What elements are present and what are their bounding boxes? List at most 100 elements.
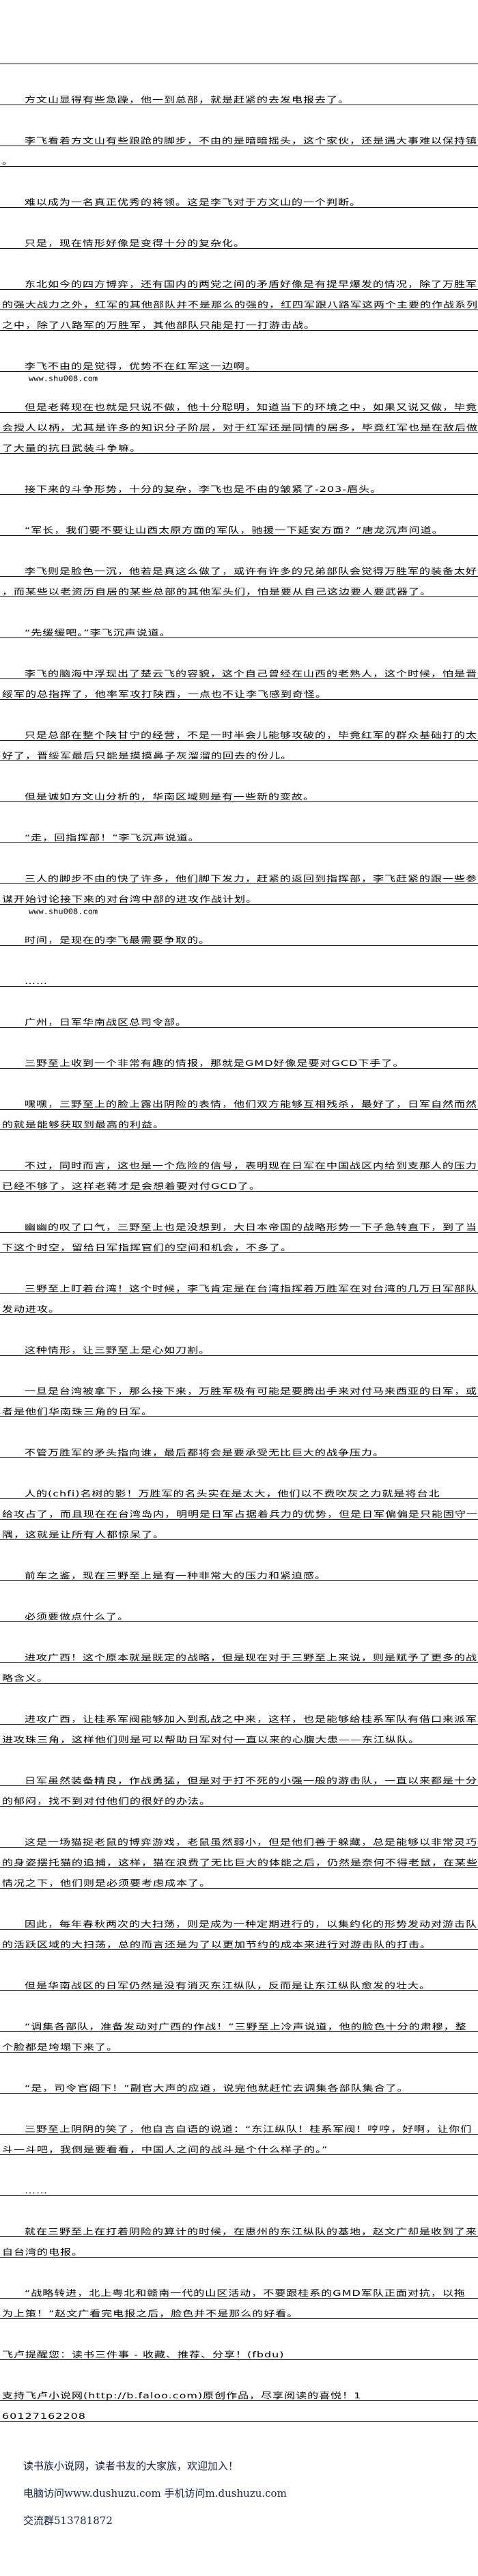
text-line: 给攻占了，而且现在在台湾岛内，明明是日军占据着兵力的优势，但是日军偏偏是只能固守… bbox=[0, 1499, 478, 1520]
line-text: 下这个时空，留给日军指挥官们的空间和机会，不多了。 bbox=[2, 1242, 293, 1252]
paragraph: 接下来的斗争形势，十分的复杂，李飞也是不由的皱紧了-203-眉头。 bbox=[0, 474, 478, 495]
line-text: “走，回指挥部！”李飞沉声说道。 bbox=[25, 832, 200, 842]
text-line: 的强大战力之外，红军的其他部队并不是那么的强的，红四军跟八路军这两个主要的作战系… bbox=[0, 290, 478, 310]
paragraph: 必须要做点什么了。 bbox=[0, 1602, 478, 1622]
line-text: 前车之鉴，现在三野至上是有一种非常大的压力和紧迫感。 bbox=[25, 1570, 327, 1580]
paragraph-gap bbox=[0, 1745, 478, 1766]
text-line: 的身姿摆托猫的追捕，这样，猫在浪费了无比巨大的体能之后，仍然是奈何不得老鼠，在某… bbox=[0, 1848, 478, 1868]
text-line: “军长，我们要不要让山西太原方面的军队，驰援一下延安方面？”唐龙沉声问道。 bbox=[0, 515, 478, 536]
paragraph-gap bbox=[0, 700, 478, 720]
paragraph: 李飞则是脸色一沉，他若是真这么做了，或许有许多的兄弟部队会觉得万胜军的装备太好，… bbox=[0, 556, 478, 597]
paragraph: 进攻广西，让桂系军阀能够加入到乱战之中来，这样，也是能够给桂系军队有借口来派军进… bbox=[0, 1704, 478, 1745]
text-line: 略含义。 bbox=[0, 1663, 478, 1684]
text-line: 三人的脚步不由的快了许多，他们脚下发力，赶紧的返回到指挥部，李飞赶紧的跟一些参 bbox=[0, 864, 478, 884]
paragraph-gap bbox=[0, 105, 478, 126]
footer-access-links[interactable]: 电脑访问www.dushuzu.com 手机访问m.dushuzu.com bbox=[23, 2487, 287, 2499]
text-line: “战略转进，北上粤北和赣南一代的山区活动，不要跟桂系的GMD军队正面对抗，以拖 bbox=[0, 2278, 478, 2299]
paragraph-gap bbox=[0, 454, 478, 474]
line-text: 因此，每年春秋两次的大扫荡，则是成为一种定期进行的，以集约化的形势发动对游击队 bbox=[25, 1919, 478, 1929]
line-text: 幽幽的叹了口气，三野至上也是没想到，大日本帝国的战略形势一下子急转直下，到了当 bbox=[25, 1222, 478, 1232]
line-text: 李飞看着方文山有些踉跄的脚步，不由的是暗暗摇头，这个家伙，还是遇大事难以保持镇静… bbox=[25, 135, 478, 146]
line-text: 谋开始讨论接下来的对台湾中部的进攻作战计划。 bbox=[2, 894, 258, 904]
text-line: 的活跃区域的大扫荡，总的而言还是为了以更加节约的成本来进行对游击队的打击。 bbox=[0, 1930, 478, 1950]
note-text: www.shu008.com bbox=[29, 374, 98, 383]
line-text: 的强大战力之外，红军的其他部队并不是那么的强的，红四军跟八路军这两个主要的作战系… bbox=[2, 299, 478, 310]
paragraph-gap bbox=[0, 1540, 478, 1561]
paragraph-gap bbox=[0, 2196, 478, 2217]
text-line: 好了，晋绥军最后只能是摸摸鼻子灰溜溜的回去的份儿。 bbox=[0, 741, 478, 761]
line-text: “军长，我们要不要让山西太原方面的军队，驰援一下延安方面？”唐龙沉声问道。 bbox=[25, 525, 444, 535]
line-text: 会授人以柄，尤其是许多的知识分子阶层，对于红军还是同情的居多，毕竟红军也是在敌后… bbox=[2, 422, 478, 433]
text-line: 就在三野至上在打着阴险的算计的时候，在惠州的东江纵队的基地，赵文广却是收到了来 bbox=[0, 2217, 478, 2237]
text-line: 进攻广西，让桂系军阀能够加入到乱战之中来，这样，也是能够给桂系军队有借口来派军 bbox=[0, 1704, 478, 1725]
paragraph-gap bbox=[0, 1950, 478, 1971]
paragraph-gap bbox=[0, 1458, 478, 1479]
text-line: 斗一斗吧，我倒是要看看，中国人之间的战斗是个什么样子的。” bbox=[0, 2135, 478, 2155]
paragraph-gap bbox=[0, 946, 478, 966]
document-body: 方文山显得有些急躁，他一到总部，就是赶紧的去发电报去了。李飞看着方文山有些踉跄的… bbox=[0, 44, 478, 2442]
line-text: 支持飞卢小说网(http://b.faloo.com)原创作品，尽享阅读的喜悦！… bbox=[2, 2390, 362, 2400]
paragraph-gap bbox=[0, 1889, 478, 1909]
text-line: 这种情形，让三野至上是心如刀割。 bbox=[0, 1335, 478, 1356]
paragraph: 前车之鉴，现在三野至上是有一种非常大的压力和紧迫感。 bbox=[0, 1561, 478, 1581]
line-text: 给攻占了，而且现在在台湾岛内，明明是日军占据着兵力的优势，但是日军偏偏是只能固守… bbox=[2, 1509, 478, 1519]
paragraph: 不过，同时而言，这也是一个危险的信号，表明现在日军在中国战区内给到支那人的压力已… bbox=[0, 1151, 478, 1192]
paragraph: 三人的脚步不由的快了许多，他们脚下发力，赶紧的返回到指挥部，李飞赶紧的跟一些参谋… bbox=[0, 864, 478, 905]
paragraph-gap bbox=[0, 761, 478, 782]
paragraph: 人的(chfi)名树的影！万胜军的名头实在是太大，他们以不费吹灰之力就是将台北给… bbox=[0, 1479, 478, 1540]
paragraph: “战略转进，北上粤北和赣南一代的山区活动，不要跟桂系的GMD军队正面对抗，以拖为… bbox=[0, 2278, 478, 2319]
line-text: 必须要做点什么了。 bbox=[25, 1611, 130, 1621]
line-text: 方文山显得有些急躁，他一到总部，就是赶紧的去发电报去了。 bbox=[25, 94, 350, 105]
paragraph: 只是，现在情形好像是变得十分的复杂化。 bbox=[0, 228, 478, 249]
text-line: 的郁闷，找不到对付他们的很好的办法。 bbox=[0, 1786, 478, 1807]
line-text: “先缓缓吧。”李飞沉声说道。 bbox=[25, 627, 171, 638]
text-line: 难以成为一名真正优秀的将领。这是李飞对于方文山的一个判断。 bbox=[0, 187, 478, 208]
paragraph: 难以成为一名真正优秀的将领。这是李飞对于方文山的一个判断。 bbox=[0, 187, 478, 208]
paragraph-gap bbox=[0, 843, 478, 864]
text-line: 三野至上收到一个非常有趣的情报，那就是GMD好像是要对GCD下手了。 bbox=[0, 1048, 478, 1069]
text-line: 李飞看着方文山有些踉跄的脚步，不由的是暗暗摇头，这个家伙，还是遇大事难以保持镇静… bbox=[0, 126, 478, 146]
text-line: 进攻珠三角，这样他们则是可以帮助日军对付一直以来的心腹大患——东江纵队。 bbox=[0, 1725, 478, 1745]
paragraph: 李飞不由的是觉得，优势不在红军这一边啊。 bbox=[0, 351, 478, 372]
text-line: 李飞不由的是觉得，优势不在红军这一边啊。 bbox=[0, 351, 478, 372]
line-text: 三野至上收到一个非常有趣的情报，那就是GMD好像是要对GCD下手了。 bbox=[25, 1058, 405, 1068]
text-line: 不过，同时而言，这也是一个危险的信号，表明现在日军在中国战区内给到支那人的压力 bbox=[0, 1151, 478, 1171]
line-text: 之中，除了八路军的万胜军，其他部队只能是打一打游击战。 bbox=[2, 320, 316, 330]
line-text: 只是，现在情形好像是变得十分的复杂化。 bbox=[25, 238, 246, 248]
text-line: 已经不够了，这样老蒋才是会想着要对付GCD了。 bbox=[0, 1171, 478, 1192]
paragraph: 广州，日军华南战区总司令部。 bbox=[0, 1007, 478, 1028]
paragraph-gap bbox=[0, 1807, 478, 1827]
line-text: 人的(chfi)名树的影！万胜军的名头实在是太大，他们以不费吹灰之力就是将台北 bbox=[25, 1488, 440, 1498]
paragraph: 方文山显得有些急躁，他一到总部，就是赶紧的去发电报去了。 bbox=[0, 85, 478, 105]
paragraph: 三野至上阴阴的笑了，他自言自语的说道：“东江纵队！桂系军阀！哼哼，好啊，让你们斗… bbox=[0, 2114, 478, 2155]
line-text: 李飞则是脸色一沉，他若是真这么做了，或许有许多的兄弟部队会觉得万胜军的装备太好 bbox=[25, 566, 478, 576]
text-line: …… bbox=[0, 966, 478, 987]
line-text: 的活跃区域的大扫荡，总的而言还是为了以更加节约的成本来进行对游击队的打击。 bbox=[2, 1939, 432, 1949]
text-line: 会授人以柄，尤其是许多的知识分子阶层，对于红军还是同情的居多，毕竟红军也是在敌后… bbox=[0, 413, 478, 433]
line-text: 李飞的脑海中浮现出了楚云飞的容貌，这个自己曾经在山西的老熟人，这个时候，怕是晋 bbox=[25, 668, 478, 679]
text-line: 个脸都是垮塌下来了。 bbox=[0, 2032, 478, 2053]
line-text: 广州，日军华南战区总司令部。 bbox=[25, 1017, 188, 1027]
line-text: 略含义。 bbox=[2, 1673, 49, 1683]
line-text: 已经不够了，这样老蒋才是会想着要对付GCD了。 bbox=[2, 1181, 261, 1191]
text-line: 因此，每年春秋两次的大扫荡，则是成为一种定期进行的，以集约化的形势发动对游击队 bbox=[0, 1909, 478, 1930]
text-line: “是，司令官阁下！”副官大声的应道，说完他就赶忙去调集各部队集合了。 bbox=[0, 2073, 478, 2094]
text-line: “调集各部队，准备发动对广西的作战！”三野至上冷声说道，他的脸色十分的肃穆，整 bbox=[0, 2012, 478, 2032]
text-line: 只是总部在整个陕甘宁的经营，不是一时半会儿能够攻破的，毕竟红军的群众基础打的太 bbox=[0, 720, 478, 741]
line-text: 李飞不由的是觉得，优势不在红军这一边啊。 bbox=[25, 361, 257, 371]
text-line: 的就是能够获取到最高的利益。 bbox=[0, 1110, 478, 1130]
paragraph: 幽幽的叹了口气，三野至上也是没想到，大日本帝国的战略形势一下子急转直下，到了当下… bbox=[0, 1212, 478, 1253]
paragraph-gap bbox=[0, 167, 478, 187]
text-line: “走，回指挥部！”李飞沉声说道。 bbox=[0, 823, 478, 843]
line-text: 嘿嘿，三野至上的脸上露出阴险的表情，他们双方能够互相残杀，最好了，日军自然而然 bbox=[25, 1099, 478, 1109]
line-text: 好了，晋绥军最后只能是摸摸鼻子灰溜溜的回去的份儿。 bbox=[2, 750, 293, 761]
paragraph-gap bbox=[0, 495, 478, 515]
line-text: 三野至上盯着台湾！这个时候，李飞肯定是在台湾指挥着万胜军在对台湾的几万日军部队 bbox=[25, 1283, 478, 1293]
paragraph-gap bbox=[0, 249, 478, 269]
line-text: 自台湾的电报。 bbox=[2, 2247, 84, 2257]
top-rule bbox=[0, 44, 478, 64]
paragraph: 东北如今的四方博弈，还有国内的两党之间的矛盾好像是有提早爆发的情况，除了万胜军的… bbox=[0, 269, 478, 331]
paragraph: …… bbox=[0, 966, 478, 987]
text-line: 接下来的斗争形势，十分的复杂，李飞也是不由的皱紧了-203-眉头。 bbox=[0, 474, 478, 495]
paragraph-gap bbox=[0, 1581, 478, 1602]
